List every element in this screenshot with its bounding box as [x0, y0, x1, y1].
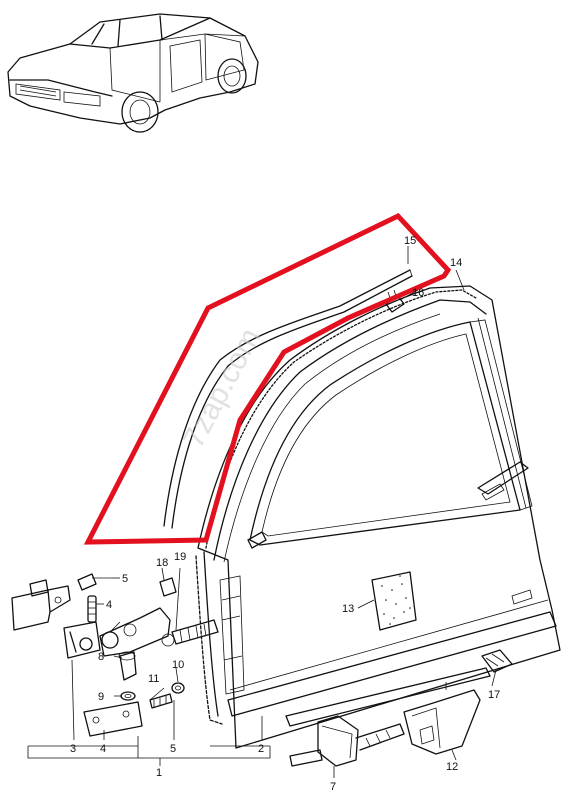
callout-4-lower: 4	[100, 743, 106, 755]
callout-10: 11	[148, 673, 159, 685]
callout-13: 14	[450, 257, 462, 269]
callout-12: 13	[342, 603, 354, 615]
callout-5-lower: 5	[170, 743, 176, 755]
callout-labels: 15 14 16 18 19 5 4 8 9 10 11 13 17 12 7 …	[70, 235, 500, 793]
callout-1: 1	[156, 767, 162, 779]
callout-4-upper: 4	[106, 599, 112, 611]
leader-lines	[71, 246, 497, 778]
callout-14: 15	[404, 235, 416, 247]
callout-11: 12	[446, 761, 458, 773]
callout-3: 3	[70, 743, 76, 755]
group-brackets	[27, 736, 271, 766]
callout-18: 19	[174, 551, 186, 563]
part-11-cover	[403, 689, 481, 755]
weatherstrip	[163, 269, 413, 529]
door-shell	[195, 285, 561, 749]
callout-6: 7	[330, 781, 336, 793]
callout-8: 9	[98, 691, 104, 703]
callout-15: 16	[412, 287, 424, 299]
part-12-pad	[371, 571, 417, 631]
callout-9: 10	[172, 659, 184, 671]
callout-5-upper: 5	[122, 573, 128, 585]
part-16-plug	[481, 649, 513, 673]
pad-stipple	[381, 575, 411, 625]
callout-7: 8	[98, 651, 104, 663]
door-check-strap	[289, 715, 405, 767]
car-thumbnail-illustration	[7, 13, 259, 133]
hinge-assembly	[11, 573, 219, 737]
callout-16: 17	[488, 689, 500, 701]
callout-2: 2	[258, 743, 264, 755]
part-19-trim-strip	[285, 667, 491, 727]
callout-17: 18	[156, 557, 168, 569]
highlight-outline	[83, 212, 452, 545]
